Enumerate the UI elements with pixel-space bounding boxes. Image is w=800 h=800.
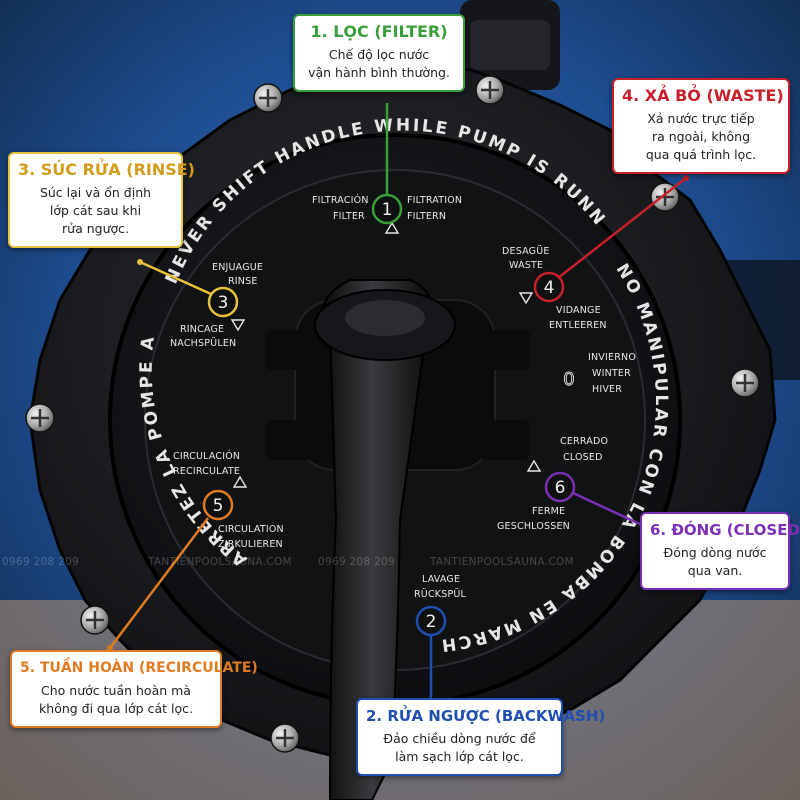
dial-label-filter-fr: FILTRATION [407, 195, 463, 206]
dial-position-4: 4 [533, 271, 565, 303]
dial-position-1: 1 [371, 193, 403, 225]
connector-line-recirculate [109, 517, 209, 649]
svg-text:6: 6 [555, 478, 566, 498]
dial-label-winter-es: INVIERNO [588, 352, 636, 363]
screw-icon [270, 723, 300, 753]
callout-filter-title: 1. LỌC (FILTER) [310, 22, 448, 41]
callout-closed-title: 6. ĐÓNG (CLOSED) [650, 521, 800, 539]
callout-waste-desc: Xả nước trực tiếp ra ngoài, không qua qu… [645, 111, 757, 162]
callout-recirculate: 5. TUẦN HOÀN (RECIRCULATE) Cho nước tuần… [10, 650, 258, 728]
dial-label-rinse-de: NACHSPÜLEN [170, 338, 237, 349]
callout-waste: 4. XẢ BỎ (WASTE) Xả nước trực tiếp ra ng… [612, 78, 790, 174]
screw-icon [730, 368, 760, 398]
position-marker-icon [526, 459, 542, 472]
dial-position-3: 3 [207, 286, 239, 318]
screw-icon [80, 605, 110, 635]
dial-label-waste-fr: VIDANGE [556, 305, 601, 316]
connector-line-closed [572, 491, 643, 527]
callout-filter: 1. LỌC (FILTER) Chế độ lọc nước vận hành… [293, 14, 465, 92]
position-marker-icon [230, 319, 246, 332]
position-marker-icon [384, 221, 400, 234]
watermark-phone: 0969 208 209 [318, 556, 396, 568]
svg-text:0: 0 [563, 369, 574, 390]
callout-rinse: 3. SÚC RỬA (RINSE) Súc lại và ổn định lớ… [8, 152, 195, 248]
dial-label-waste-de: ENTLEEREN [549, 320, 607, 331]
svg-text:5: 5 [213, 496, 224, 516]
dial-label-closed-es: CERRADO [560, 436, 609, 447]
dial-position-6: 6 [544, 471, 576, 503]
dial-label-closed-fr: FERME [532, 506, 566, 517]
svg-text:1: 1 [382, 200, 393, 220]
svg-text:3: 3 [218, 293, 229, 313]
dial-label-recirc-de: ZIRKULIEREN [218, 539, 283, 550]
svg-text:2: 2 [426, 612, 437, 632]
dial-label-filter-de: FILTERN [407, 211, 447, 222]
callout-closed-desc: Đóng dòng nước qua van. [663, 545, 767, 578]
dial-label-closed-en: CLOSED [563, 452, 603, 463]
dial-label-recirc-fr: CIRCULATION [218, 524, 284, 535]
screw-icon [253, 83, 283, 113]
watermark-phone: 0969 208 209 [2, 556, 80, 568]
callout-backwash-title: 2. RỬA NGƯỢC (BACKWASH) [366, 707, 606, 725]
position-marker-icon [518, 292, 534, 305]
connector-line-waste [557, 177, 687, 279]
dial-label-closed-de: GESCHLOSSEN [497, 521, 570, 532]
valve-handle [322, 279, 434, 800]
dial-label-waste-es: DESAGÜE [502, 246, 550, 257]
callout-filter-desc: Chế độ lọc nước vận hành bình thường. [308, 47, 450, 80]
callout-closed: 6. ĐÓNG (CLOSED) Đóng dòng nước qua van. [640, 512, 800, 590]
watermark-brand: TANTIENPOOLSAUNA.COM [148, 556, 292, 568]
watermark-brand: TANTIENPOOLSAUNA.COM [430, 556, 574, 568]
callout-waste-title: 4. XẢ BỎ (WASTE) [622, 86, 784, 105]
dial-label-winter-fr: HIVER [592, 384, 623, 395]
callout-recirculate-desc: Cho nước tuần hoàn mà không đi qua lớp c… [39, 683, 193, 716]
dial-label-rinse-en: RINSE [228, 276, 258, 287]
svg-text:4: 4 [544, 278, 555, 298]
dial-label-recirc-es: CIRCULACIÓN [173, 451, 241, 462]
dial-label-rinse-fr: RINCAGE [180, 324, 225, 335]
dial-label-rinse-es: ENJUAGUE [212, 262, 264, 273]
dial-label-winter-en: WINTER [592, 368, 631, 379]
dial-position-2: 2 [415, 605, 447, 637]
dial-label-waste-en: WASTE [509, 260, 544, 271]
dial-position-0: 0 [563, 369, 575, 391]
dial-label-filter-es: FILTRACIÓN [312, 195, 369, 206]
callout-backwash-desc: Đảo chiều dòng nước để làm sạch lớp cát … [383, 731, 536, 764]
callout-rinse-title: 3. SÚC RỬA (RINSE) [18, 160, 195, 179]
position-marker-icon [232, 475, 248, 488]
callout-rinse-desc: Súc lại và ổn định lớp cát sau khi rửa n… [39, 185, 152, 236]
dial-label-recirc-en: RECIRCULATE [173, 466, 241, 477]
dial-label-backwash-de: RÜCKSPÜL [414, 589, 467, 600]
callout-backwash: 2. RỬA NGƯỢC (BACKWASH) Đảo chiều dòng n… [356, 698, 606, 776]
connector-line-rinse [139, 260, 212, 296]
dial-label-backwash-fr: LAVAGE [422, 574, 461, 585]
screw-icon [25, 403, 55, 433]
callout-recirculate-title: 5. TUẦN HOÀN (RECIRCULATE) [20, 660, 258, 676]
screw-icon [475, 75, 505, 105]
dial-label-filter-en: FILTER [333, 211, 365, 222]
dial-position-5: 5 [202, 489, 234, 521]
